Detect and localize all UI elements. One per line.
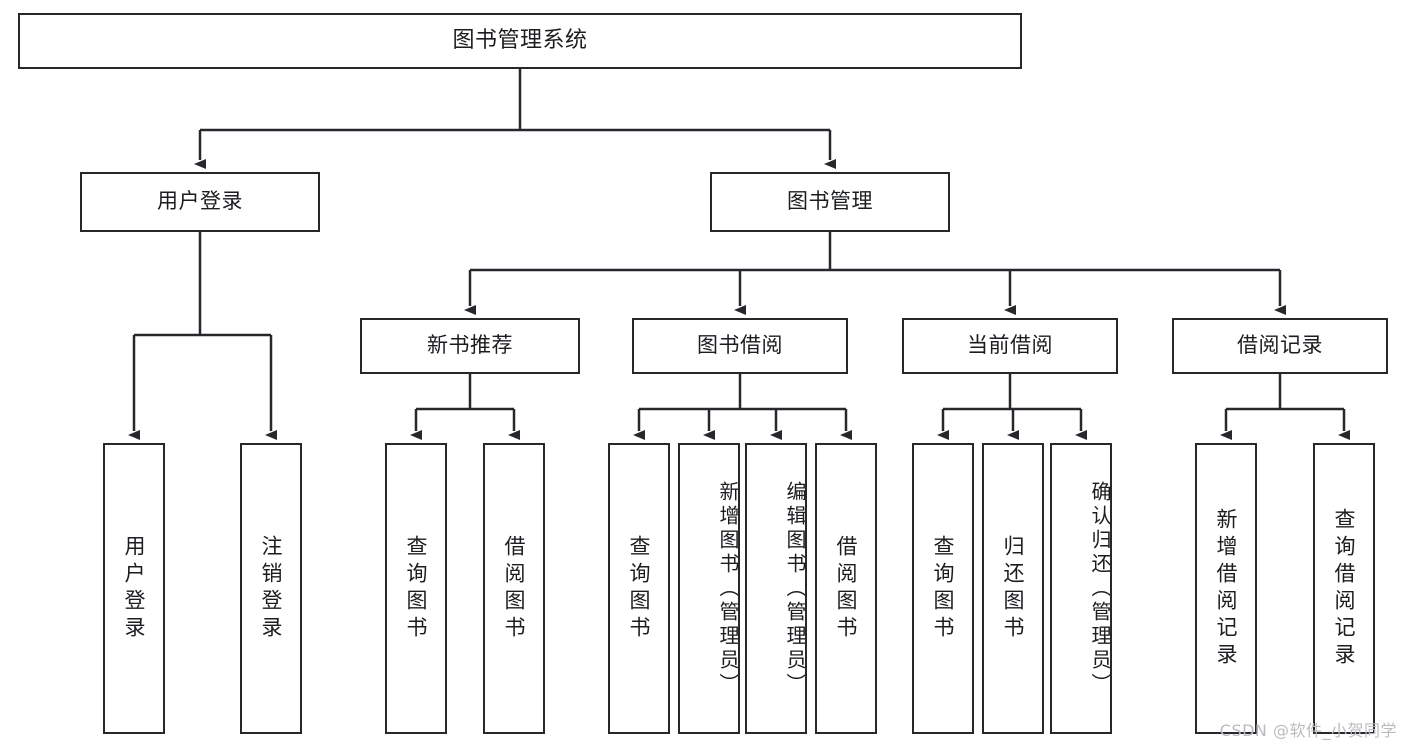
node-leaf-logout-login[interactable]: 注销登录: [240, 443, 302, 734]
node-leaf-query-book-current[interactable]: 查询图书: [912, 443, 974, 734]
node-book-borrow[interactable]: 图书借阅: [632, 318, 848, 374]
node-leaf-query-book-borrow[interactable]: 查询图书: [608, 443, 670, 734]
node-label: 新书推荐: [427, 333, 513, 358]
node-label: 新增图书（管理员）: [716, 480, 740, 697]
node-label: 借阅图书: [502, 534, 527, 643]
node-label: 借阅记录: [1237, 333, 1323, 358]
node-label: 借阅图书: [834, 534, 859, 643]
node-label: 注销登录: [259, 534, 284, 643]
node-leaf-user-login[interactable]: 用户登录: [103, 443, 165, 734]
node-leaf-edit-book-admin[interactable]: 编辑图书（管理员）: [745, 443, 807, 734]
node-label: 用户登录: [122, 534, 147, 643]
node-label: 查询图书: [404, 534, 429, 643]
node-label: 当前借阅: [967, 333, 1053, 358]
node-leaf-query-book-recommend[interactable]: 查询图书: [385, 443, 447, 734]
node-leaf-add-book-admin[interactable]: 新增图书（管理员）: [678, 443, 740, 734]
node-leaf-return-book[interactable]: 归还图书: [982, 443, 1044, 734]
node-leaf-query-borrow-record[interactable]: 查询借阅记录: [1313, 443, 1375, 734]
watermark: CSDN @软件_小贺同学: [1219, 721, 1397, 740]
node-label: 新增借阅记录: [1214, 507, 1239, 670]
node-label: 图书管理: [787, 189, 873, 214]
node-label: 查询图书: [931, 534, 956, 643]
node-label: 确认归还（管理员）: [1088, 480, 1112, 697]
node-label: 图书管理系统: [452, 27, 588, 53]
node-label: 图书借阅: [697, 333, 783, 358]
node-label: 编辑图书（管理员）: [783, 480, 807, 697]
node-leaf-add-borrow-record[interactable]: 新增借阅记录: [1195, 443, 1257, 734]
node-root-system[interactable]: 图书管理系统: [18, 13, 1022, 69]
node-current-borrow[interactable]: 当前借阅: [902, 318, 1118, 374]
node-leaf-borrow-book[interactable]: 借阅图书: [815, 443, 877, 734]
node-borrow-record[interactable]: 借阅记录: [1172, 318, 1388, 374]
node-leaf-confirm-return-admin[interactable]: 确认归还（管理员）: [1050, 443, 1112, 734]
node-user-login[interactable]: 用户登录: [80, 172, 320, 232]
node-label: 查询借阅记录: [1332, 507, 1357, 670]
node-label: 用户登录: [157, 189, 243, 214]
node-label: 查询图书: [627, 534, 652, 643]
node-new-book-recommend[interactable]: 新书推荐: [360, 318, 580, 374]
node-book-management[interactable]: 图书管理: [710, 172, 950, 232]
node-leaf-borrow-book-recommend[interactable]: 借阅图书: [483, 443, 545, 734]
node-label: 归还图书: [1001, 534, 1026, 643]
